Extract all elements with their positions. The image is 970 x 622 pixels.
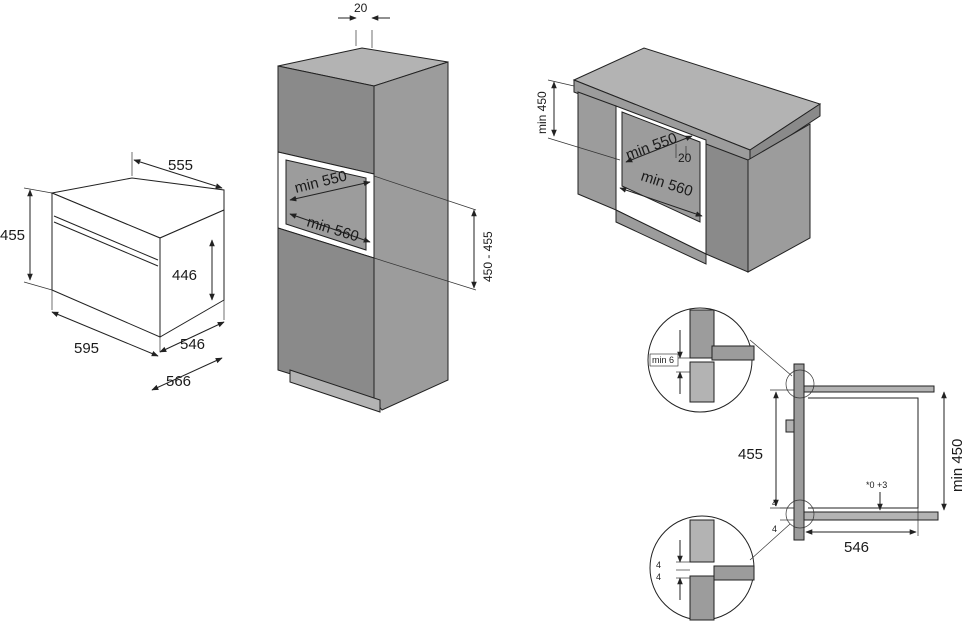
cab-height-label: 450 - 455 xyxy=(481,231,495,282)
section-front-panel xyxy=(793,363,805,541)
detail-top-leader xyxy=(749,339,793,377)
counter-right-side xyxy=(747,123,811,273)
section-diagram: min 6 455 min 450 *0 +3 4 4 546 xyxy=(647,307,966,621)
cabinet-side xyxy=(373,61,449,411)
detail-top-shelf xyxy=(711,345,755,361)
uc-depth-arrow xyxy=(625,135,693,163)
detail-bottom-leader xyxy=(749,523,791,561)
counter-niche-floor xyxy=(615,209,707,265)
dim-total-depth-arrow xyxy=(151,357,223,391)
sec-height-label: 455 xyxy=(738,446,763,463)
detail-bottom-oven xyxy=(689,519,715,563)
section-bottom-shelf xyxy=(803,511,939,521)
detail-bottom-panel xyxy=(689,575,715,621)
detail-top-oven xyxy=(689,361,715,403)
cab-gap-label: 20 xyxy=(354,1,368,15)
sec-tolerance-label: *0 +3 xyxy=(866,480,887,490)
detail-bottom-label-b: 4 xyxy=(656,572,661,582)
oven-panel-line-2 xyxy=(53,221,159,267)
sec-gap-b-label: 4 xyxy=(772,524,777,534)
cabinet-plinth xyxy=(289,369,381,413)
dim-height-ext xyxy=(23,187,53,194)
under-counter-illustration: min 450 min 550 20 min 560 xyxy=(535,47,822,273)
detail-top-panel xyxy=(689,309,715,359)
dim-depth-label: 555 xyxy=(168,157,193,174)
dim-width-label: 595 xyxy=(74,340,99,357)
oven-illustration xyxy=(50,177,225,352)
section-callout-top xyxy=(785,369,815,399)
uc-height-ext-2 xyxy=(547,137,621,161)
dim-height-label: 455 xyxy=(0,227,25,244)
oven-panel-line xyxy=(53,215,159,261)
section-callout-bottom xyxy=(785,499,815,529)
uc-width-arrow xyxy=(619,187,703,217)
section-oven-body xyxy=(808,397,919,509)
sec-niche-label: min 450 xyxy=(949,439,966,492)
uc-height-ext xyxy=(547,79,575,87)
section-top-shelf xyxy=(803,385,935,393)
sec-gap-a-label: 4 xyxy=(772,498,777,508)
counter-right-unit xyxy=(705,143,749,273)
uc-gap-label: 20 xyxy=(678,151,692,165)
dim-height-ext-2 xyxy=(23,281,53,291)
section-handle xyxy=(785,419,795,433)
counter-left-unit xyxy=(577,91,617,211)
detail-bottom-shelf xyxy=(713,565,755,581)
cab-niche-width-arrow xyxy=(289,213,371,243)
cab-height-ext-2 xyxy=(373,257,477,291)
detail-top-label: min 6 xyxy=(652,355,674,365)
uc-height-label: min 450 xyxy=(535,91,549,134)
dim-depth-arrow xyxy=(133,159,223,189)
dim-total-depth-label: 566 xyxy=(166,373,191,390)
cab-height-ext xyxy=(373,175,477,211)
dim-body-depth-label: 546 xyxy=(180,336,205,353)
sec-depth-label: 546 xyxy=(844,539,869,556)
dim-inner-height-label: 446 xyxy=(172,267,197,284)
cab-niche-depth-arrow xyxy=(289,180,371,202)
detail-bottom-label-a: 4 xyxy=(656,560,661,570)
tall-cabinet-illustration: 20 min 550 min 560 450 - 455 xyxy=(277,1,495,413)
dim-width-arrow xyxy=(51,311,159,357)
dim-body-depth-arrow xyxy=(159,321,225,353)
detail-top-label-box xyxy=(649,353,679,367)
oven-dimensions: 555 455 446 595 546 566 xyxy=(0,152,225,391)
